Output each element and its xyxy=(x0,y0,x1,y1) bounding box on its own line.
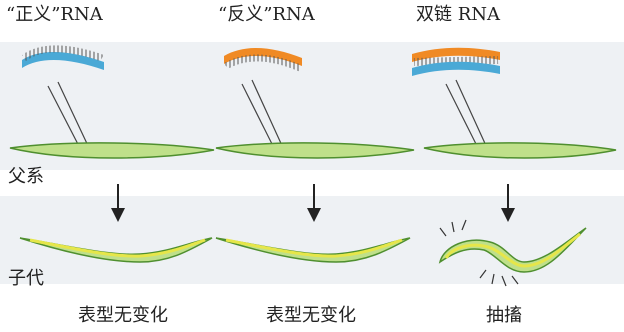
sense-rna-strand xyxy=(22,49,104,70)
parent-worm-column-1 xyxy=(10,143,214,158)
parent-worm-column-2 xyxy=(216,143,414,158)
arrow-down-icon xyxy=(307,184,321,222)
needle-column-2 xyxy=(242,80,284,152)
needle-column-3 xyxy=(446,80,488,152)
antisense-rna-strand xyxy=(224,48,302,68)
parent-worm-column-3 xyxy=(424,143,616,158)
offspring-worm-column-2 xyxy=(216,238,410,262)
twitching-offspring-worm xyxy=(440,228,586,272)
arrow-down-icon xyxy=(501,184,515,222)
arrow-down-icon xyxy=(111,184,125,222)
double-stranded-rna xyxy=(412,48,500,76)
needle-column-1 xyxy=(48,82,90,152)
offspring-worm-column-1 xyxy=(20,238,212,262)
